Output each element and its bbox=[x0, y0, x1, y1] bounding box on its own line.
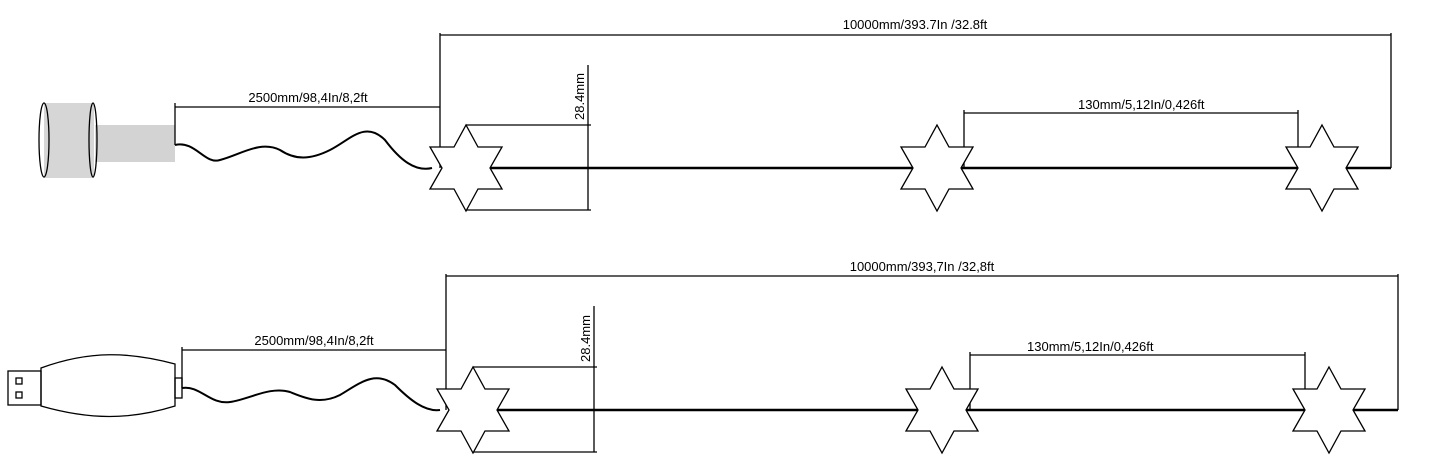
star-size-label: 28.4mm bbox=[572, 73, 587, 120]
star-light-icon bbox=[899, 123, 975, 213]
star-light-icon bbox=[904, 365, 980, 455]
star-size-dimension: 28.4mm bbox=[473, 306, 597, 453]
spacing-dimension: 130mm/5,12In/0,426ft bbox=[963, 97, 1299, 168]
lead-length-label: 2500mm/98,4In/8,2ft bbox=[254, 333, 374, 348]
barrel-connector-icon bbox=[38, 102, 176, 178]
star-size-dimension: 28.4mm bbox=[466, 65, 591, 211]
lead-wire bbox=[181, 377, 441, 412]
usb-plug-icon bbox=[7, 347, 183, 418]
spacing-dimension: 130mm/5,12In/0,426ft bbox=[969, 339, 1306, 410]
star-light-icon bbox=[1284, 123, 1360, 213]
total-length-label: 10000mm/393.7In /32.8ft bbox=[843, 17, 988, 32]
star-light-icon bbox=[1291, 365, 1367, 455]
spacing-label: 130mm/5,12In/0,426ft bbox=[1027, 339, 1154, 354]
row-barrel-connector: 10000mm/393.7In /32.8ft 2500mm/98,4In/8,… bbox=[38, 17, 1392, 213]
lead-length-label: 2500mm/98,4In/8,2ft bbox=[248, 90, 368, 105]
lead-wire bbox=[174, 130, 433, 170]
lead-length-dimension: 2500mm/98,4In/8,2ft bbox=[182, 333, 446, 351]
lead-length-dimension: 2500mm/98,4In/8,2ft bbox=[175, 90, 440, 108]
star-light-icon bbox=[428, 123, 504, 213]
spacing-label: 130mm/5,12In/0,426ft bbox=[1078, 97, 1205, 112]
total-length-label: 10000mm/393,7In /32,8ft bbox=[850, 259, 995, 274]
star-size-label: 28.4mm bbox=[578, 315, 593, 362]
star-light-icon bbox=[435, 365, 511, 455]
row-usb-connector: 10000mm/393,7In /32,8ft 2500mm/98,4In/8,… bbox=[7, 259, 1399, 455]
total-length-dimension: 10000mm/393,7In /32,8ft bbox=[445, 259, 1399, 410]
total-length-dimension: 10000mm/393.7In /32.8ft bbox=[439, 17, 1392, 168]
